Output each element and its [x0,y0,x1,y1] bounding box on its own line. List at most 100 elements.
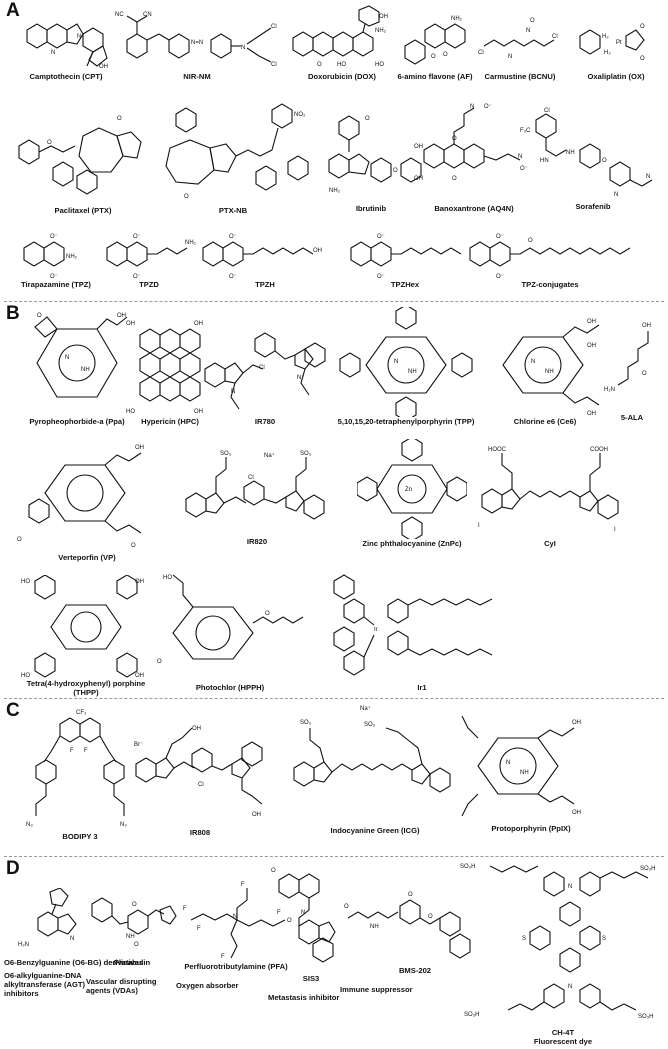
svg-text:N₃: N₃ [120,822,127,828]
svg-text:O: O [157,659,162,665]
svg-text:OH: OH [252,812,261,818]
svg-text:Na⁺: Na⁺ [264,452,275,459]
svg-text:N⁺: N⁺ [297,374,305,381]
svg-text:OH: OH [194,321,203,327]
svg-text:OH: OH [194,409,203,415]
svg-text:Cl: Cl [478,50,484,56]
svg-text:I: I [614,527,616,533]
svg-text:O: O [117,116,122,122]
svg-text:OH: OH [135,579,144,585]
compound-zinc-phthalocyanine: Zn Zinc phthalocyanine (ZnPc) [350,439,474,548]
svg-text:NH: NH [370,924,379,930]
category-label: Oxygen absorber [176,981,239,990]
svg-text:NH: NH [545,369,554,375]
svg-text:OH: OH [192,726,201,732]
svg-text:O: O [184,194,189,200]
svg-text:HO: HO [21,673,30,679]
svg-text:F: F [70,748,74,754]
svg-text:N: N [65,355,69,361]
structure-drawing: Ir [333,574,493,676]
svg-text:Cl: Cl [198,782,204,788]
svg-text:SO₃: SO₃ [300,720,312,726]
svg-text:NH₂: NH₂ [375,28,387,34]
category-label: O6-alkylguanine-DNA alkyltransferase (AG… [4,971,86,998]
category-label: Metastasis inhibitor [268,993,340,1002]
svg-text:NH: NH [566,150,575,156]
svg-text:H₂N: H₂N [604,387,615,393]
svg-text:NH₂: NH₂ [185,240,197,246]
svg-text:O⁻: O⁻ [496,234,504,240]
svg-text:O: O [602,158,607,164]
compound-label: Paclitaxel (PTX) [54,206,112,215]
svg-text:F: F [197,926,201,932]
svg-text:OH: OH [126,321,135,327]
svg-text:HO: HO [163,575,172,581]
compound-label: Chlorine e6 (Ce6) [513,417,577,426]
svg-text:HO: HO [21,579,30,585]
svg-text:O: O [287,918,292,924]
compound-label: Banoxantrone (AQ4N) [434,204,514,213]
svg-text:O: O [134,942,139,948]
compound-label: 5,10,15,20-tetraphenylporphyrin (TPP) [337,417,475,426]
svg-text:N: N [518,154,522,160]
svg-text:N: N [526,28,530,34]
structure-drawing: O⁻O⁻ NH₂ [23,234,78,280]
svg-text:F₃C: F₃C [520,128,531,134]
svg-text:NH: NH [126,934,135,940]
svg-text:N: N [531,359,535,365]
svg-text:OH: OH [135,673,144,679]
svg-text:F: F [183,906,187,912]
compound-label: Pyropheophorbide-a (Ppa) [29,417,125,426]
svg-text:F: F [84,748,88,754]
svg-text:OH: OH [414,144,423,150]
structure-drawing: O⁻O⁻ [350,234,462,280]
svg-text:O⁻: O⁻ [377,234,385,240]
svg-text:O: O [431,54,436,60]
svg-text:OH: OH [99,64,108,70]
compound-label: IR820 [246,537,268,546]
svg-text:SO₃H: SO₃H [638,1014,653,1020]
compound-label: Perfluorotributylamine (PFA) [184,962,288,971]
svg-text:O⁻: O⁻ [229,234,237,240]
compound-label: Ir1 [417,683,427,692]
compound-label: Tirapazamine (TPZ) [21,280,91,289]
svg-text:Ir: Ir [374,627,378,633]
panel-divider [4,856,664,857]
svg-text:H₂: H₂ [602,34,609,40]
svg-text:SO₃: SO₃ [300,451,312,457]
compound-label: TPZH [255,280,275,289]
svg-text:O⁻: O⁻ [229,274,237,280]
compound-label: Verteporfin (VP) [58,553,116,562]
svg-text:N: N [301,910,305,916]
svg-text:OH: OH [135,445,144,451]
svg-text:SO₃H: SO₃H [464,1012,479,1018]
panel-divider [4,301,664,302]
svg-text:HO: HO [337,62,346,68]
svg-text:CN: CN [143,12,152,18]
compound-label: NIR-NM [183,72,211,81]
compound-label: Indocyanine Green (ICG) [330,826,420,835]
svg-text:OH: OH [414,176,423,182]
compound-tpz-conjugates: O⁻O⁻O TPZ-conjugates [460,228,640,289]
svg-text:Cl: Cl [248,475,254,481]
